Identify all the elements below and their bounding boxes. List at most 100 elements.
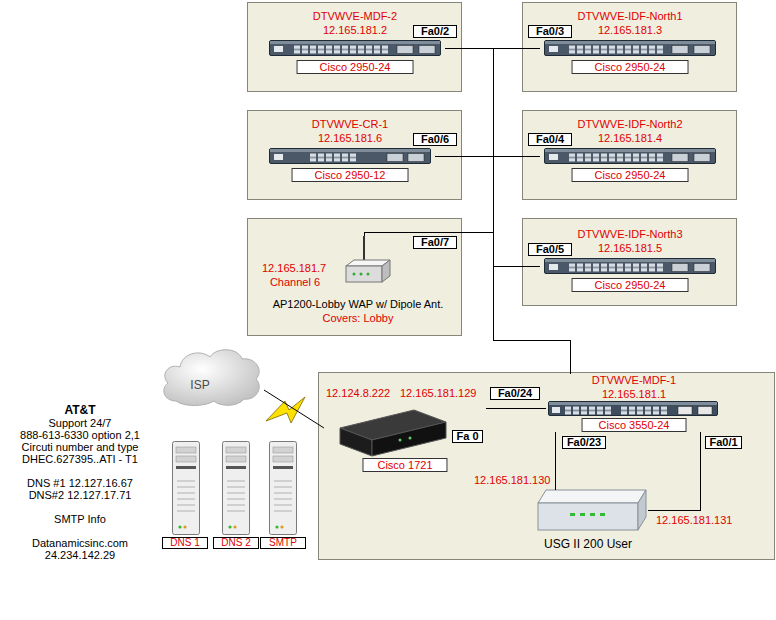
ip-address: 12.165.181.2	[265, 24, 445, 37]
server-label: SMTP	[260, 537, 306, 549]
switch-icon	[270, 149, 431, 164]
device-name: DTVWVE-IDF-North2	[540, 118, 720, 131]
port-name: Fa0/24	[498, 388, 532, 399]
note-text: 888-613-6330 option 2,1	[0, 429, 170, 442]
device-name: DTVWVE-IDF-North1	[540, 10, 720, 23]
note-text: DNS#2 12.127.17.71	[0, 489, 170, 502]
note-text: Datanamicsinc.com	[0, 537, 170, 550]
equipment-panel: Fa0/24DTVWVE-MDF-112.165.181.1Cisco 3550…	[318, 372, 775, 560]
switch-icon	[545, 259, 716, 274]
wireless-access-point: 12.165.181.7Channel 6 AP1200-Lobby WAP w/…	[258, 236, 458, 330]
note-text: 24.234.142.29	[0, 549, 170, 562]
cloud-label: ISP	[158, 379, 242, 392]
isp-cloud: ISP	[158, 345, 264, 408]
channel-label: Channel 6	[262, 276, 328, 289]
network-link	[648, 432, 700, 510]
switch-icon	[270, 41, 441, 56]
note-text: DNS #1 12.127.16.67	[0, 477, 170, 490]
firewall-appliance: USG II 200 User	[528, 490, 648, 556]
device-name: DTVWVE-IDF-North3	[540, 228, 720, 241]
port-name: Fa0/1	[709, 437, 737, 448]
port-label-box: Fa0/24	[490, 387, 540, 400]
note-text: Support 24/7	[0, 417, 170, 430]
port-name: Fa 0	[456, 431, 478, 442]
port-label-box: Fa0/1	[705, 436, 742, 449]
network-link	[486, 408, 546, 409]
device-name: USG II 200 User	[528, 538, 648, 551]
ip-address: 12.165.181.5	[540, 242, 720, 255]
port-name: Fa0/2	[421, 26, 449, 37]
network-link	[435, 156, 570, 374]
coverage-note: Covers: Lobby	[258, 312, 458, 325]
server: SMTP	[260, 440, 306, 549]
switch-icon	[545, 41, 716, 56]
network-switch: DTVWVE-CR-112.165.181.6Cisco 2950-12	[265, 118, 435, 184]
switch-icon	[545, 149, 716, 164]
port-label-box: Fa0/3	[528, 25, 572, 38]
model-label: Cisco 2950-12	[292, 168, 409, 182]
model-label: Cisco 2950-24	[572, 168, 689, 182]
ip-address: 12.165.181.130	[474, 474, 550, 487]
network-switch: DTVWVE-MDF-212.165.181.2Cisco 2950-24	[265, 10, 445, 76]
network-link	[493, 48, 570, 374]
note-text: SMTP Info	[0, 513, 170, 526]
model-label: Cisco 1721	[362, 458, 447, 472]
server: DNS 2	[213, 440, 259, 549]
server: DNS 1	[162, 440, 208, 549]
server-icon	[270, 442, 297, 535]
router-icon	[340, 410, 446, 456]
model-label: Cisco 3550-24	[582, 418, 687, 432]
network-link	[445, 48, 570, 374]
server-icon	[223, 442, 250, 535]
network-link	[364, 232, 570, 374]
ip-address: 12.165.181.3	[540, 24, 720, 37]
device-name: DTVWVE-CR-1	[265, 118, 435, 131]
ip-address: 12.165.181.4	[540, 132, 720, 145]
equipment-panel: Fa0/3DTVWVE-IDF-North112.165.181.3Cisco …	[522, 2, 737, 92]
equipment-panel: DTVWVE-CR-112.165.181.6Cisco 2950-12Fa0/…	[247, 110, 462, 200]
access-point-icon	[346, 236, 390, 282]
lightning-bolt	[266, 397, 305, 423]
ip-address: 12.124.8.222	[326, 387, 390, 400]
network-link	[493, 156, 570, 374]
network-switch: DTVWVE-IDF-North312.165.181.5Cisco 2950-…	[540, 228, 720, 294]
port-label-box: Fa0/7	[413, 236, 457, 249]
network-link	[264, 390, 324, 428]
ip-address: 12.165.181.1	[546, 388, 722, 401]
cloud-outline	[158, 345, 264, 408]
port-name: Fa0/6	[421, 134, 449, 145]
ip-address: 12.165.181.131	[656, 514, 732, 527]
equipment-panel: 12.165.181.7Channel 6 AP1200-Lobby WAP w/…	[247, 218, 462, 336]
port-label-box: Fa 0	[452, 430, 483, 443]
model-label: Cisco 2950-24	[297, 60, 414, 74]
device-name: AP1200-Lobby WAP w/ Dipole Ant.	[258, 298, 458, 311]
firewall-icon	[538, 490, 646, 530]
port-name: Fa0/7	[421, 237, 449, 248]
network-link	[555, 432, 556, 490]
equipment-panel: Fa0/5DTVWVE-IDF-North312.165.181.5Cisco …	[522, 218, 737, 306]
device-name: DTVWVE-MDF-2	[265, 10, 445, 23]
ip-address: 12.165.181.6	[265, 132, 435, 145]
network-switch: DTVWVE-IDF-North112.165.181.3Cisco 2950-…	[540, 10, 720, 76]
model-label: Cisco 2950-24	[572, 278, 689, 292]
ip-address: 12.165.181.129	[400, 387, 476, 400]
port-label-box: Fa0/4	[528, 133, 572, 146]
server-label: DNS 1	[162, 537, 208, 549]
port-name: Fa0/4	[536, 134, 564, 145]
port-name: Fa0/23	[567, 437, 601, 448]
server-icon	[173, 442, 200, 535]
equipment-panel: DTVWVE-MDF-212.165.181.2Cisco 2950-24Fa0…	[247, 2, 462, 92]
equipment-panel: Fa0/4DTVWVE-IDF-North212.165.181.4Cisco …	[522, 110, 737, 200]
network-switch: DTVWVE-IDF-North212.165.181.4Cisco 2950-…	[540, 118, 720, 184]
port-name: Fa0/3	[536, 26, 564, 37]
port-name: Fa0/5	[536, 244, 564, 255]
cloud-shape	[164, 350, 259, 406]
model-label: Cisco 2950-24	[572, 60, 689, 74]
port-label-box: Fa0/2	[413, 25, 457, 38]
server-label: DNS 2	[213, 537, 259, 549]
note-text: AT&T	[0, 404, 170, 417]
port-label-box: Fa0/23	[562, 436, 606, 449]
network-switch: DTVWVE-MDF-112.165.181.1Cisco 3550-24	[546, 374, 722, 432]
ip-address: 12.165.181.7	[262, 262, 326, 275]
